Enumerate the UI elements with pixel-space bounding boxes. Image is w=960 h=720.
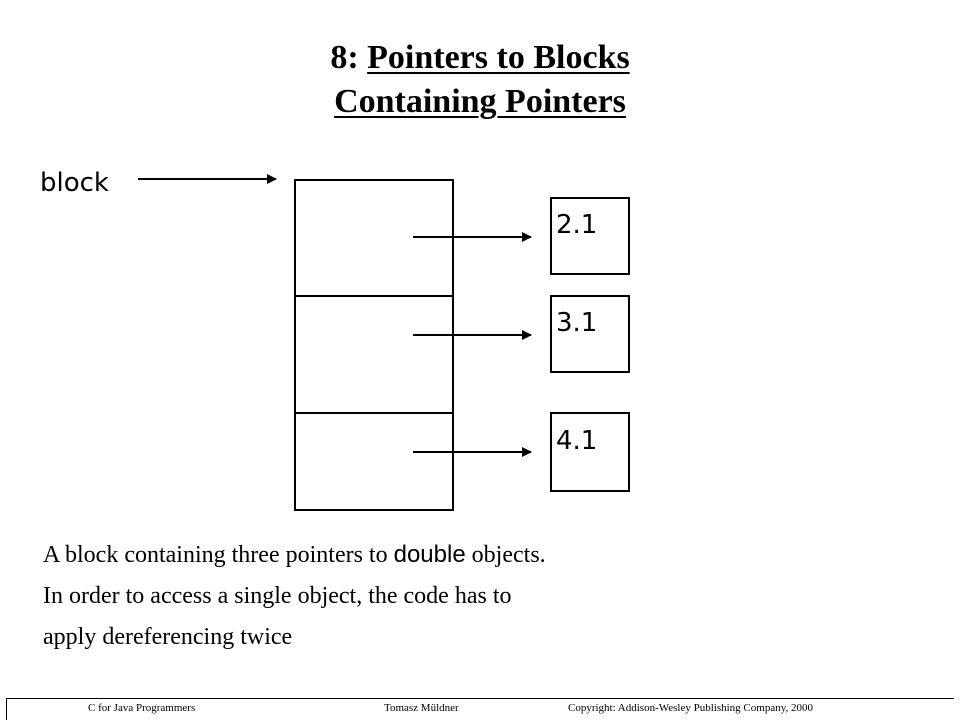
value-label-2: 3.1 (556, 308, 597, 338)
block-cell-3 (294, 412, 454, 511)
footer-left-border (6, 698, 7, 720)
value-box-3 (550, 412, 630, 492)
body-line-1-end: objects. (465, 542, 546, 568)
slide-title: 8: Pointers to Blocks Containing Pointer… (0, 36, 960, 124)
body-line-3: apply dereferencing twice (43, 624, 293, 650)
type-name-double: double (393, 541, 466, 568)
body-text: A block containing three pointers to dou… (43, 534, 923, 658)
title-number: 8: (330, 39, 368, 76)
footer-author: Tomasz Müldner (384, 702, 459, 714)
title-line-2: Containing Pointers (334, 83, 626, 120)
block-label: block (40, 168, 109, 198)
body-line-2: In order to access a single object, the … (43, 583, 512, 609)
body-line-1-start: A block containing three pointers to (43, 542, 394, 568)
value-label-1: 2.1 (556, 210, 597, 240)
footer-divider (6, 698, 954, 699)
block-cell-2 (294, 295, 454, 414)
value-box-2 (550, 295, 630, 373)
title-line-1: Pointers to Blocks (367, 39, 630, 76)
footer-copyright: Copyright: Addison-Wesley Publishing Com… (568, 702, 813, 714)
value-label-3: 4.1 (556, 426, 597, 456)
value-box-1 (550, 197, 630, 275)
body-line-1: A block containing three pointers to dou… (43, 534, 923, 576)
footer-course: C for Java Programmers (88, 702, 196, 714)
